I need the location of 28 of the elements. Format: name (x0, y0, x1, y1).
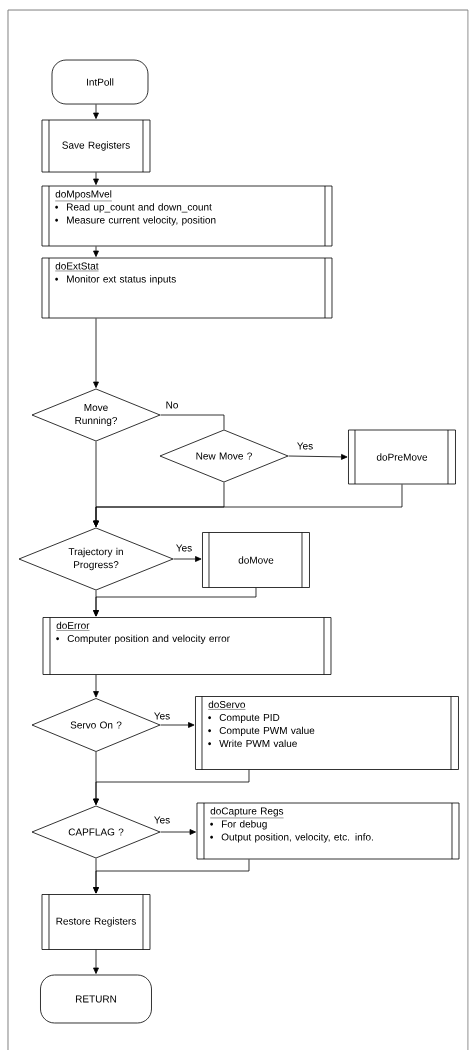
arrow (160, 722, 195, 728)
edge-label: Yes (295, 441, 315, 451)
arrow (93, 674, 99, 698)
process-box: doError Computer position and velocity error (42, 617, 332, 675)
arrow (93, 172, 99, 185)
process-box: doMove (202, 532, 310, 588)
terminal-box: RETURN (40, 974, 152, 1024)
arrow (288, 454, 348, 460)
terminal-box: IntPoll (51, 59, 149, 105)
process-box: Save Registers (41, 119, 151, 173)
process-box: doCapture Regs For debug Output position, velocity, etc. info. (196, 802, 460, 860)
process-box: doExtStat Monitor ext status inputs (41, 257, 333, 319)
arrow (93, 751, 99, 805)
process-box: Restore Registers (41, 894, 151, 950)
arrow (93, 858, 99, 894)
process-box: doServo Compute PID Compute PWM value Write PWM value (195, 696, 459, 770)
arrow (93, 590, 99, 617)
arrow (93, 484, 403, 527)
arrow (93, 246, 99, 257)
arrow (93, 949, 99, 974)
arrow (160, 829, 196, 835)
process-box: doPreMove (348, 429, 456, 485)
process-box: doMposMvel Read up_count and down_count Measure current velocity, position (41, 185, 333, 247)
edge-label: No (164, 400, 180, 410)
arrow (93, 318, 99, 388)
edge-label: Yes (174, 543, 194, 553)
arrow (173, 556, 202, 562)
arrow (93, 104, 99, 119)
